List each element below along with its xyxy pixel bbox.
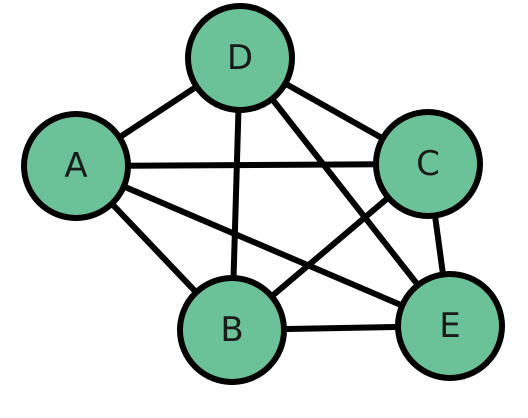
edge-a-c [73, 161, 431, 169]
node-a: A [21, 111, 131, 221]
node-b: B [177, 275, 287, 385]
nodes-layer: A B C D E [21, 3, 505, 385]
node-label-a: A [64, 146, 87, 186]
node-circle-b [177, 275, 287, 385]
node-circle-e [395, 271, 505, 381]
node-e: E [395, 271, 505, 381]
node-d: D [185, 3, 295, 113]
node-circle-a [21, 111, 131, 221]
node-circle-c [373, 109, 483, 219]
node-label-e: E [439, 306, 460, 346]
edge-a-e [73, 163, 453, 329]
node-circle-d [185, 3, 295, 113]
node-label-c: C [416, 144, 440, 184]
node-label-b: B [220, 310, 243, 350]
node-c: C [373, 109, 483, 219]
node-label-d: D [227, 38, 253, 78]
edge-d-e [237, 55, 453, 329]
